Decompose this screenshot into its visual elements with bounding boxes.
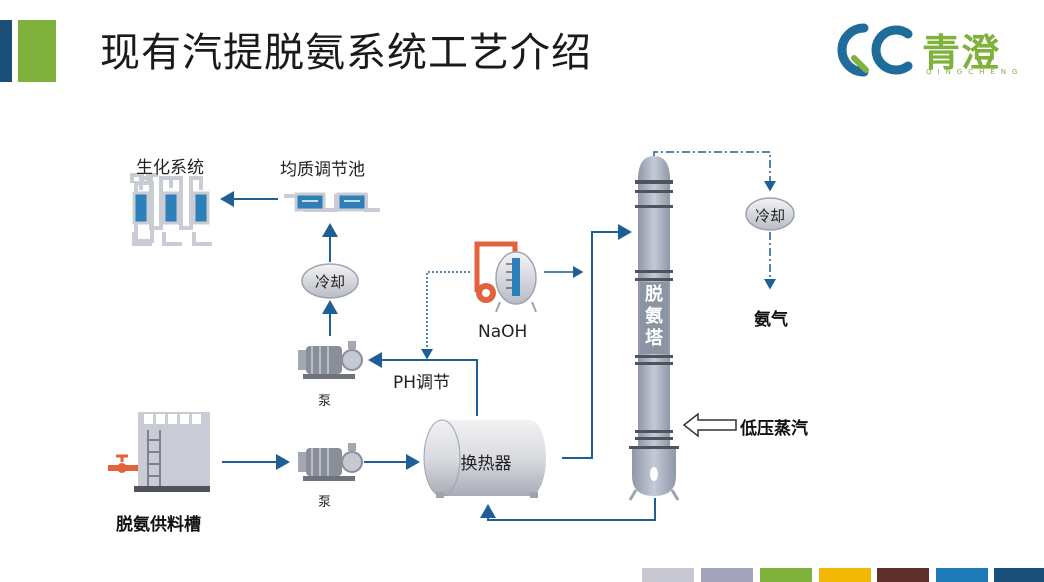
equalization-tank-icon xyxy=(284,192,380,212)
footer-swatch-5 xyxy=(877,568,929,582)
steam-inlet-arrow-icon xyxy=(682,412,737,438)
heat-exchanger-label: 换热器 xyxy=(460,454,512,474)
equalization-tank-label: 均质调节池 xyxy=(280,160,365,180)
cooler-right-label: 冷却 xyxy=(754,207,785,225)
naoh-label: NaOH xyxy=(478,322,528,342)
bio-system-label: 生化系统 xyxy=(136,158,204,178)
feed-tank-label: 脱氨供料槽 xyxy=(116,515,201,535)
stripper-tower-label: 脱氨塔 xyxy=(645,284,663,349)
pump-top-label: 泵 xyxy=(318,394,332,409)
company-logo: 青澄 QINGCHENG xyxy=(826,18,1017,82)
cooler-right-vessel xyxy=(745,197,795,231)
cooler-left-vessel xyxy=(301,263,359,299)
pump-top-icon xyxy=(298,341,363,379)
low-pressure-steam-label: 低压蒸汽 xyxy=(740,419,808,439)
bio-system-icon xyxy=(130,173,212,246)
pump-bottom-label: 泵 xyxy=(318,495,332,510)
ammonia-gas-label: 氨气 xyxy=(754,310,788,330)
qc-logo-mark xyxy=(837,23,913,77)
feed-tank-icon xyxy=(108,412,210,492)
header-accent-bar-blue xyxy=(0,20,12,82)
header-accent-bar-green xyxy=(18,20,56,82)
cooler-left-label: 冷却 xyxy=(314,273,345,291)
logo-name: 青澄 xyxy=(922,31,1001,75)
page-title: 现有汽提脱氨系统工艺介绍 xyxy=(100,30,592,76)
heat-exchanger-vessel xyxy=(423,419,546,498)
ammonia-stripper-tower xyxy=(628,156,680,501)
footer-swatch-6 xyxy=(936,568,988,582)
footer-swatch-1 xyxy=(642,568,694,582)
footer-swatch-7 xyxy=(994,568,1044,582)
footer-swatch-3 xyxy=(760,568,812,582)
footer-swatch-4 xyxy=(819,568,871,582)
pump-bottom-icon xyxy=(298,443,363,481)
logo-subtitle: QINGCHENG xyxy=(926,68,1024,76)
naoh-dosing-tank-icon xyxy=(474,241,537,313)
ph-adjust-label: PH调节 xyxy=(393,373,451,393)
footer-swatch-2 xyxy=(701,568,753,582)
